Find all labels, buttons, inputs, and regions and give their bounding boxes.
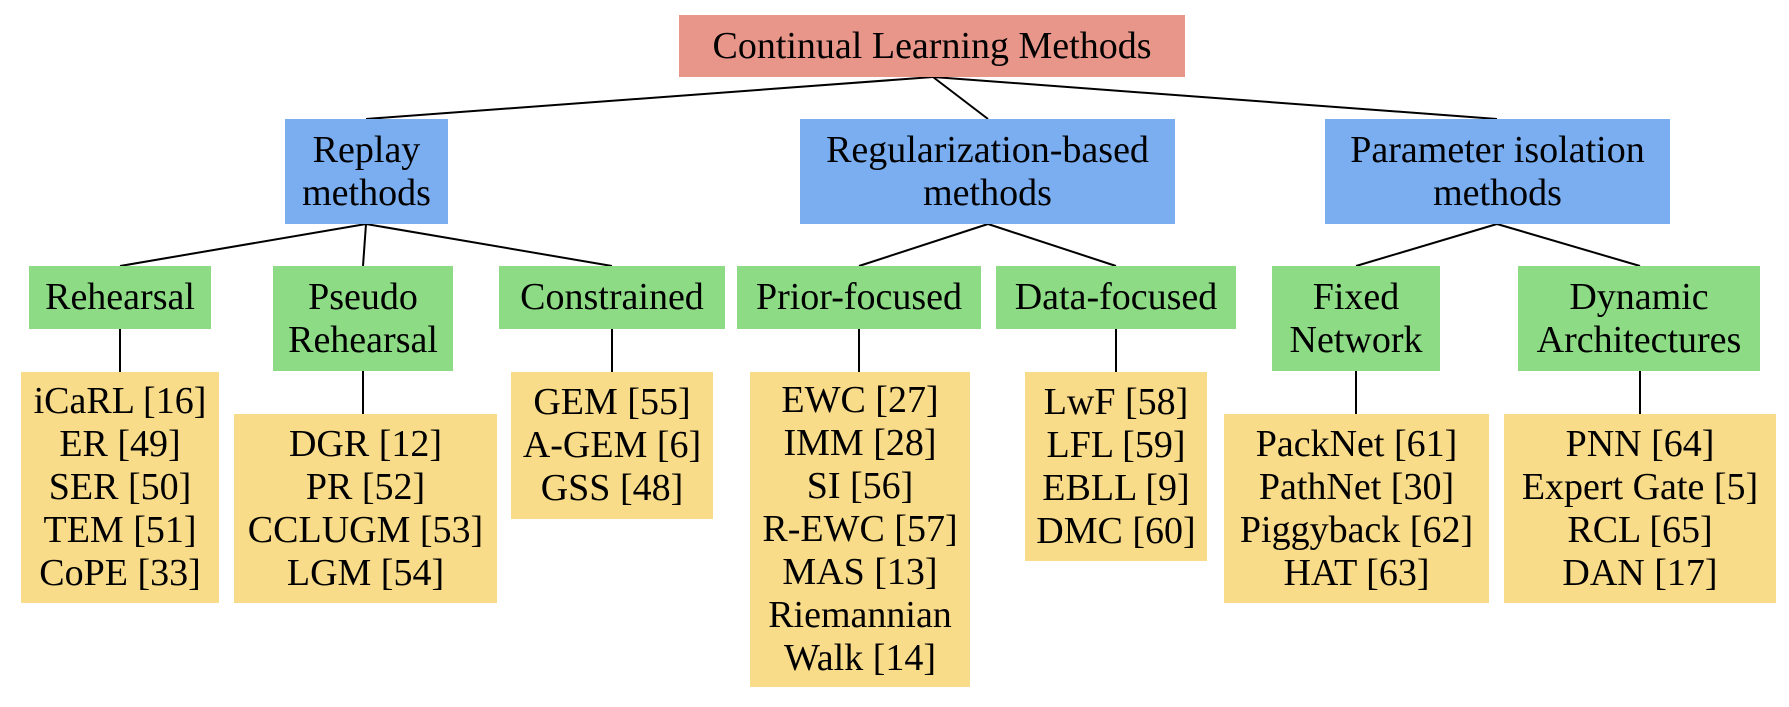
category-line: Regularization-based (826, 128, 1149, 171)
subcategory-constrained: Constrained (499, 266, 725, 329)
leaf-item: Expert Gate [5] (1521, 465, 1759, 508)
leaf-item: A-GEM [6] (522, 424, 702, 466)
leaf-item: ER [49] (59, 423, 181, 465)
leaf-item: GEM [55] (533, 381, 691, 423)
category-line: Replay (312, 128, 421, 171)
subcategory-pseudo-rehearsal: Pseudo Rehearsal (273, 266, 453, 371)
leaf-item: RCL [65] (1567, 508, 1713, 551)
edge-param-dynamic (1496, 223, 1641, 267)
subcategory-line: Prior-focused (755, 276, 963, 318)
subcategory-line: Network (1289, 318, 1423, 361)
root-node: Continual Learning Methods (679, 15, 1185, 77)
subcategory-line: Constrained (520, 276, 704, 318)
subcategory-line: Rehearsal (45, 276, 195, 318)
leaf-item: EWC [27] (781, 379, 939, 421)
leaf-item: GSS [48] (540, 467, 684, 509)
leaf-item: DMC [60] (1036, 509, 1196, 552)
leaf-constrained-methods: GEM [55] A-GEM [6] GSS [48] (511, 372, 713, 519)
leaf-item: LFL [59] (1046, 423, 1186, 466)
leaf-item: EBLL [9] (1042, 466, 1190, 509)
subcategory-line: Architectures (1536, 318, 1742, 361)
category-line: methods (1433, 171, 1562, 214)
category-parameter-isolation-methods: Parameter isolation methods (1325, 119, 1670, 224)
subcategory-rehearsal: Rehearsal (29, 266, 211, 329)
leaf-item: iCaRL [16] (33, 380, 207, 422)
subcategory-data-focused: Data-focused (996, 266, 1236, 329)
root-label: Continual Learning Methods (712, 24, 1152, 67)
subcategory-line: Pseudo (308, 275, 418, 318)
leaf-item: CCLUGM [53] (247, 508, 484, 551)
leaf-item: LwF [58] (1043, 380, 1189, 423)
edge-replay-constrained (365, 223, 613, 267)
subcategory-line: Data-focused (1014, 276, 1218, 318)
edge-root-regularization (932, 76, 989, 120)
category-line: methods (923, 171, 1052, 214)
subcategory-dynamic-architectures: Dynamic Architectures (1518, 266, 1760, 371)
edge-replay-pseudo (362, 223, 367, 267)
edge-root-replay (365, 76, 934, 120)
leaf-item: Riemannian (768, 594, 952, 636)
leaf-item: PNN [64] (1565, 422, 1715, 465)
leaf-item: MAS [13] (782, 551, 938, 593)
subcategory-line: Fixed (1312, 275, 1400, 318)
subcategory-prior-focused: Prior-focused (737, 266, 981, 329)
leaf-item: R-EWC [57] (762, 508, 958, 550)
leaf-item: SI [56] (806, 465, 914, 507)
edge-root-parameter (932, 76, 1498, 120)
edge-reg-prior (858, 223, 989, 267)
edge-param-fixed (1355, 223, 1498, 267)
subcategory-fixed-network: Fixed Network (1272, 266, 1440, 371)
leaf-item: IMM [28] (783, 422, 937, 464)
leaf-item: HAT [63] (1283, 551, 1430, 594)
leaf-prior-focused-methods: EWC [27] IMM [28] SI [56] R-EWC [57] MAS… (750, 372, 970, 687)
leaf-dynamic-architectures-methods: PNN [64] Expert Gate [5] RCL [65] DAN [1… (1504, 414, 1776, 603)
leaf-data-focused-methods: LwF [58] LFL [59] EBLL [9] DMC [60] (1025, 372, 1207, 561)
subcategory-line: Rehearsal (288, 318, 438, 361)
leaf-pseudo-rehearsal-methods: DGR [12] PR [52] CCLUGM [53] LGM [54] (234, 414, 497, 603)
category-replay-methods: Replay methods (285, 119, 448, 224)
leaf-item: SER [50] (48, 466, 192, 508)
leaf-item: PackNet [61] (1255, 422, 1458, 465)
category-line: Parameter isolation (1350, 128, 1645, 171)
leaf-item: Walk [14] (783, 637, 937, 679)
edge-replay-rehearsal (119, 223, 367, 267)
subcategory-line: Dynamic (1569, 275, 1709, 318)
category-regularization-methods: Regularization-based methods (800, 119, 1175, 224)
category-line: methods (302, 171, 431, 214)
leaf-fixed-network-methods: PackNet [61] PathNet [30] Piggyback [62]… (1224, 414, 1489, 603)
leaf-item: LGM [54] (286, 551, 445, 594)
leaf-item: DAN [17] (1562, 551, 1718, 594)
leaf-item: CoPE [33] (39, 552, 201, 594)
leaf-item: DGR [12] (288, 422, 443, 465)
leaf-item: PR [52] (305, 465, 426, 508)
edge-reg-data (987, 223, 1117, 267)
leaf-item: TEM [51] (43, 509, 197, 551)
leaf-rehearsal-methods: iCaRL [16] ER [49] SER [50] TEM [51] CoP… (21, 372, 219, 603)
leaf-item: Piggyback [62] (1239, 508, 1474, 551)
leaf-item: PathNet [30] (1258, 465, 1455, 508)
